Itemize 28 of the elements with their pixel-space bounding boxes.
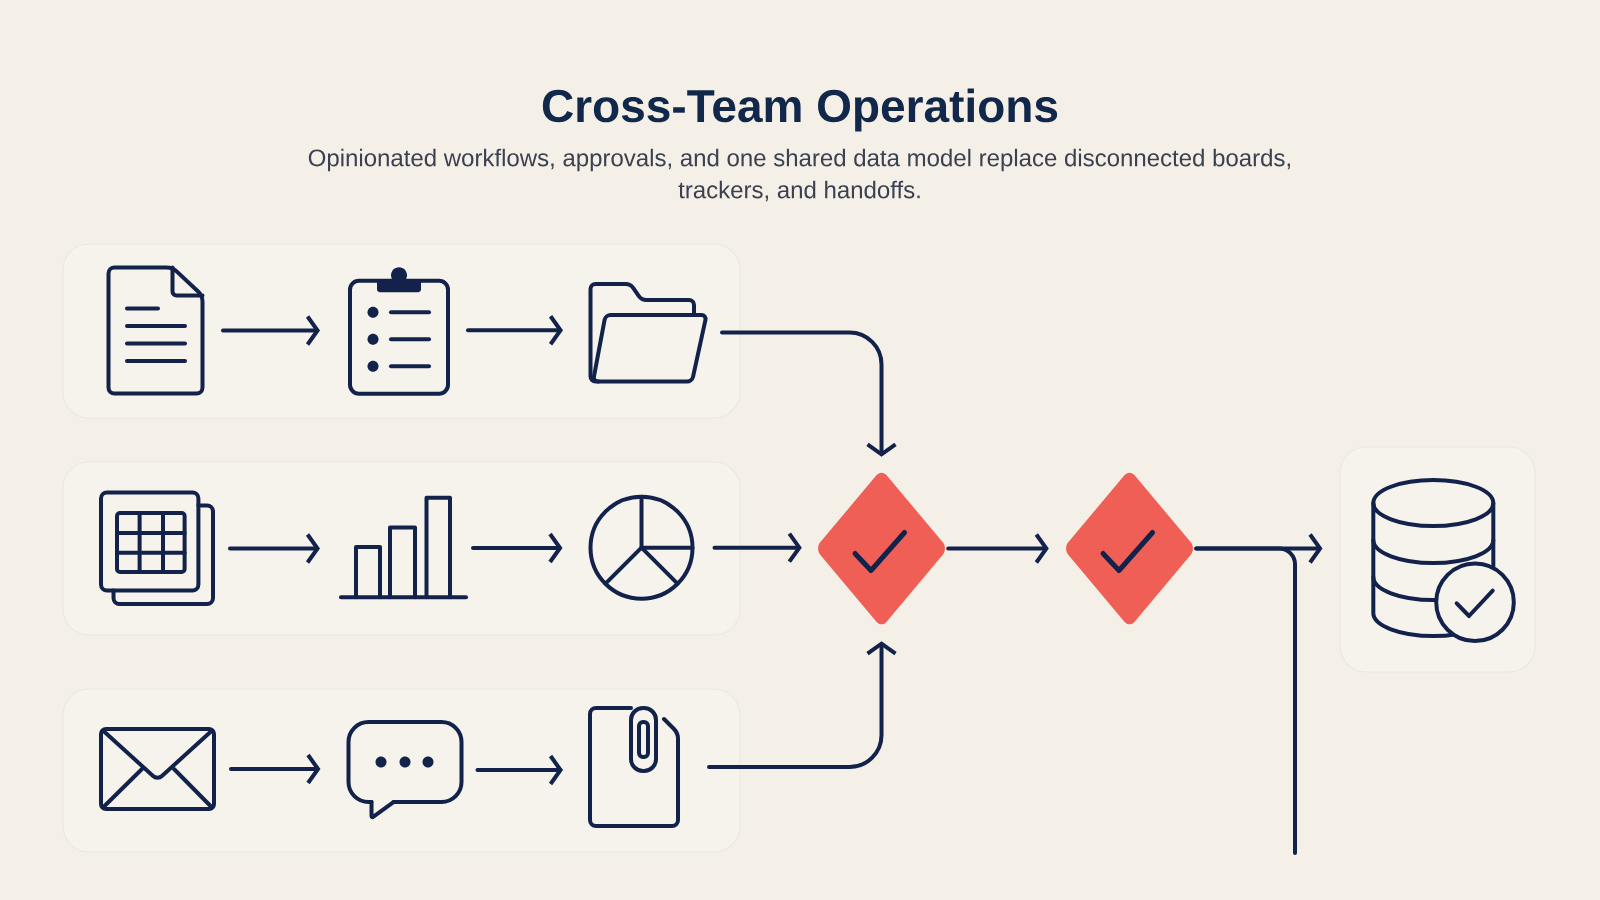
decision-diamond: [1066, 472, 1193, 625]
pie-chart-icon: [588, 494, 695, 601]
panel: [62, 688, 741, 853]
arrow: [475, 754, 563, 786]
clipboard-icon: [348, 267, 450, 396]
arrow: [466, 315, 563, 346]
arrow: [228, 533, 320, 564]
decision-diamond: [818, 472, 945, 625]
connector-line: [1194, 546, 1297, 855]
arrow: [221, 315, 320, 346]
panel: [62, 461, 741, 636]
title: Cross-Team Operations: [542, 88, 1058, 132]
database-icon: [1371, 478, 1516, 644]
subtitle: Opinionated workflows, approvals, and one shared data model replace disconnected boards, trackers, and handoffs.: [308, 148, 1290, 202]
spreadsheet-icon: [99, 490, 215, 606]
arrow: [229, 753, 321, 785]
envelope-icon: [99, 727, 216, 811]
arrow: [471, 532, 563, 564]
arrow: [946, 533, 1049, 564]
arrow: [720, 330, 897, 457]
panel: [62, 243, 741, 419]
arrow: [707, 641, 897, 769]
chat-bubble-icon: [346, 720, 464, 820]
arrow: [712, 532, 802, 563]
attachment-icon: [588, 706, 680, 828]
bar-chart-icon: [339, 495, 468, 600]
folder-icon: [588, 282, 708, 384]
document-icon: [106, 265, 205, 396]
